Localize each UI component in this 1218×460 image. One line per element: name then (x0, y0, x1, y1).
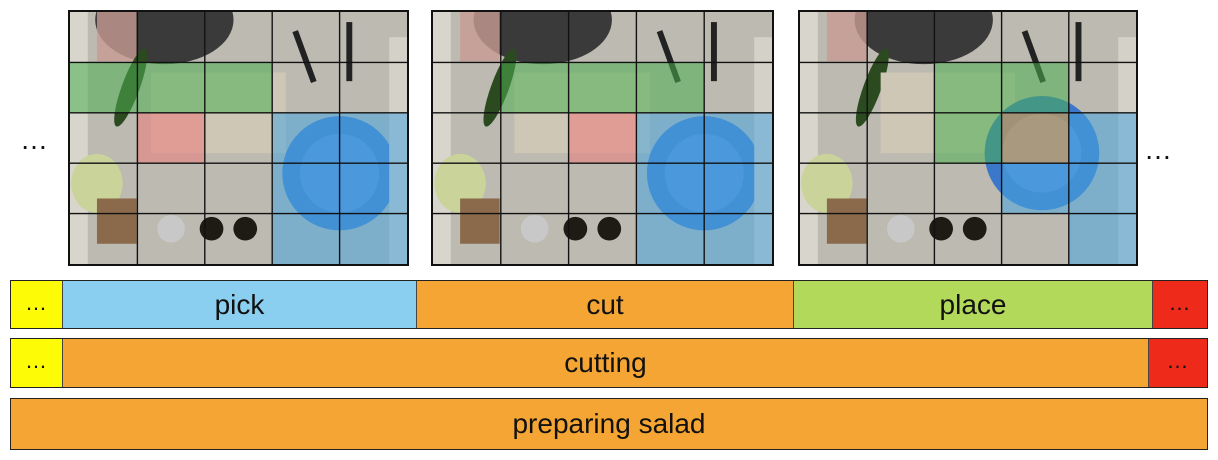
timeline-activity: … cutting … (10, 338, 1208, 388)
frame-2-scene (433, 12, 772, 264)
attention-overlay-cell (500, 62, 569, 113)
attention-overlay-cell (204, 62, 273, 113)
frame-1-scene (70, 12, 407, 264)
frame-3-scene (800, 12, 1136, 264)
knife-block (96, 198, 137, 244)
attention-overlay-cell (1068, 163, 1136, 214)
knife-block (460, 198, 500, 244)
bottle (886, 214, 915, 243)
attention-overlay-cell (704, 112, 772, 164)
attention-overlay-cell (1068, 112, 1136, 164)
segment-cutting: cutting (63, 339, 1149, 387)
video-frame-1 (68, 10, 409, 266)
bottle (199, 216, 224, 241)
person-silhouette (854, 12, 993, 65)
attention-overlay-cell (272, 213, 340, 264)
attention-overlay-cell (636, 163, 705, 214)
lettuce (434, 153, 486, 213)
right-continuation-ellipsis: … (1144, 134, 1173, 165)
attention-overlay-cell (934, 112, 1002, 164)
attention-overlay-cell (636, 213, 705, 264)
person-silhouette (473, 12, 612, 65)
attention-overlay-cell (339, 163, 407, 214)
segment-preparing-salad: preparing salad (11, 399, 1207, 449)
attention-overlay-cell (704, 213, 772, 264)
attention-overlay-cell (1001, 62, 1069, 113)
attention-overlay-cell (339, 112, 407, 164)
bottle (563, 216, 588, 241)
attention-overlay-cell (339, 213, 407, 264)
attention-overlay-cell (934, 62, 1002, 113)
attention-overlay-cell (704, 163, 772, 214)
attention-overlay-cell (636, 112, 705, 164)
attention-overlay-cell (1068, 213, 1136, 264)
segment-pick: pick (63, 281, 417, 328)
bottle (157, 214, 185, 243)
attention-overlay-cell (137, 112, 205, 164)
knife-block (826, 198, 867, 244)
timeline-task: preparing salad (10, 398, 1208, 450)
attention-overlay-cell (1001, 112, 1069, 164)
attention-overlay-cell (568, 112, 637, 164)
lettuce (71, 153, 123, 213)
segment-previous: … (11, 339, 63, 387)
segment-cut: cut (417, 281, 794, 328)
video-frame-3 (798, 10, 1138, 266)
lettuce (801, 153, 853, 213)
attention-overlay-cell (568, 62, 637, 113)
bottle (929, 216, 953, 241)
segment-previous: … (11, 281, 63, 328)
attention-overlay-cell (137, 62, 205, 113)
attention-overlay-cell (1001, 163, 1069, 214)
attention-overlay-cell (272, 112, 340, 164)
attention-overlay-cell (272, 163, 340, 214)
attention-overlay-cell (636, 62, 705, 113)
bottle (520, 214, 549, 243)
bottle (597, 216, 622, 241)
segment-place: place (794, 281, 1153, 328)
bottle (233, 216, 258, 241)
left-continuation-ellipsis: … (20, 124, 49, 155)
bottle (962, 216, 987, 241)
segment-next: … (1149, 339, 1207, 387)
attention-overlay-cell (70, 62, 138, 113)
segment-next: … (1153, 281, 1207, 328)
video-frame-2 (431, 10, 774, 266)
cucumber (855, 48, 889, 127)
timeline-fine-actions: … pick cut place … (10, 280, 1208, 329)
